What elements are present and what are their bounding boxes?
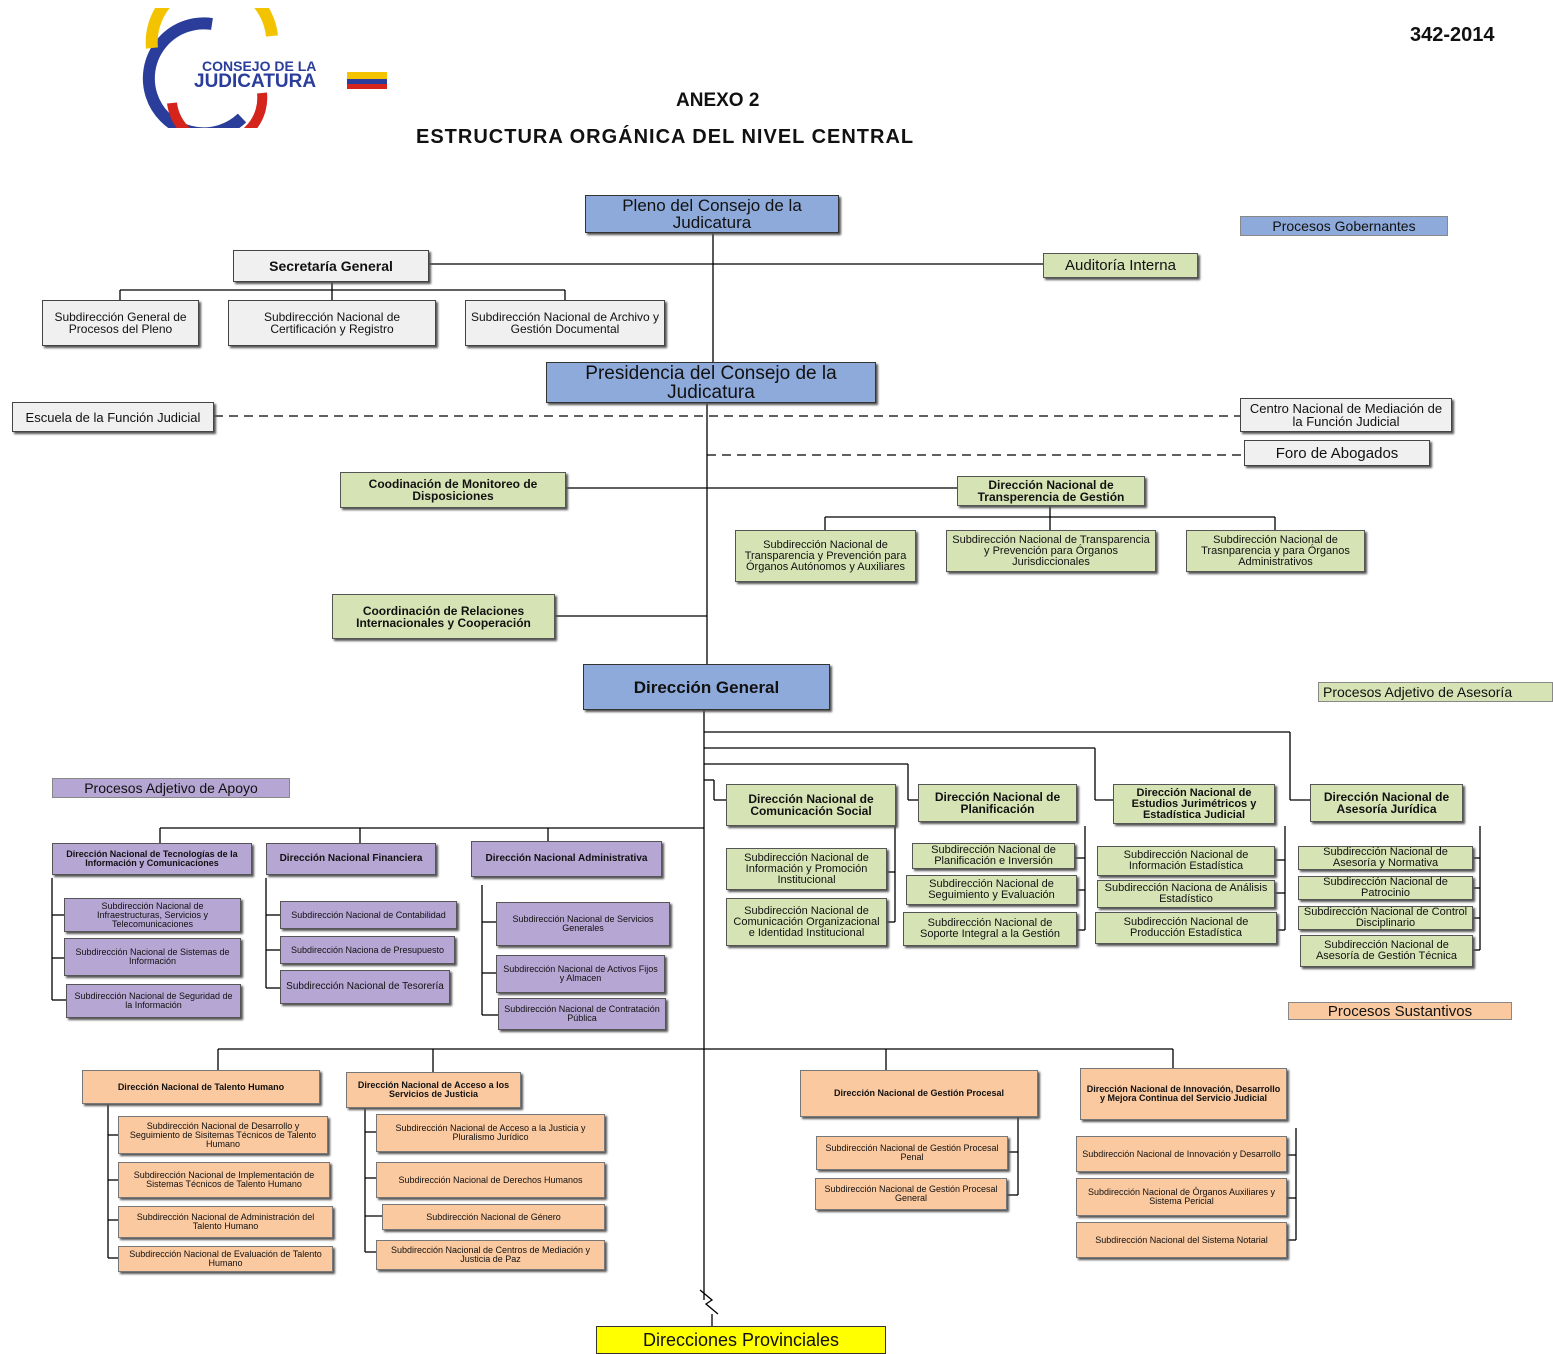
- secretaria-box: Secretaría General: [233, 250, 429, 282]
- planificacion-box: Dirección Nacional de Planificación: [918, 784, 1077, 822]
- adm-sub-1: Subdirección Nacional de Servicios Gener…: [496, 902, 670, 946]
- tics-sub-1: Subdirección Nacional de Infraestructura…: [64, 898, 241, 932]
- annex-title: ANEXO 2: [676, 90, 760, 111]
- doc-number: 342-2014: [1410, 24, 1495, 46]
- innovacion-box: Dirección Nacional de Innovación, Desarr…: [1080, 1068, 1287, 1120]
- com-sub-1: Subdirección Nacional de Información y P…: [726, 848, 887, 890]
- legend-sustantivos: Procesos Sustantivos: [1288, 1002, 1512, 1020]
- direccion-general-box: Dirección General: [583, 664, 830, 710]
- presidencia-box: Presidencia del Consejo de la Judicatura: [546, 362, 876, 403]
- tal-sub-4: Subdirección Nacional de Evaluación de T…: [118, 1246, 333, 1272]
- talento-box: Dirección Nacional de Talento Humano: [82, 1070, 320, 1104]
- foro-box: Foro de Abogados: [1244, 440, 1430, 466]
- est-sub-1: Subdirección Nacional de Información Est…: [1097, 846, 1275, 876]
- transparencia-box: Dirección Nacional de Transperencia de G…: [957, 476, 1145, 506]
- ges-sub-2: Subdirección Nacional de Gestión Procesa…: [815, 1178, 1007, 1210]
- est-sub-3: Subdirección Nacional de Producción Esta…: [1095, 912, 1277, 944]
- plan-sub-1: Subdirección Nacional de Planificación e…: [912, 843, 1075, 869]
- escuela-box: Escuela de la Función Judicial: [12, 402, 214, 432]
- adm-sub-3: Subdirección Nacional de Contratación Pú…: [498, 998, 666, 1030]
- acceso-box: Dirección Nacional de Acceso a los Servi…: [346, 1072, 521, 1108]
- acc-sub-4: Subdirección Nacional de Centros de Medi…: [376, 1240, 605, 1270]
- estudios-box: Dirección Nacional de Estudios Jurimétri…: [1113, 784, 1275, 824]
- sub-pleno-box: Subdirección General de Procesos del Ple…: [42, 300, 199, 346]
- inn-sub-3: Subdirección Nacional del Sistema Notari…: [1076, 1222, 1287, 1258]
- jur-sub-2: Subdirección Nacional de Patrocinio: [1298, 876, 1473, 900]
- financiera-box: Dirección Nacional Financiera: [266, 843, 436, 875]
- legend-apoyo: Procesos Adjetivo de Apoyo: [52, 778, 290, 798]
- legend-gobernantes: Procesos Gobernantes: [1240, 216, 1448, 236]
- tics-sub-2: Subdirección Nacional de Sistemas de Inf…: [64, 938, 241, 976]
- tal-sub-1: Subdirección Nacional de Desarrollo y Se…: [118, 1116, 328, 1154]
- fin-sub-2: Subdirección Naciona de Presupuesto: [280, 936, 455, 964]
- jur-sub-1: Subdirección Nacional de Asesoría y Norm…: [1298, 846, 1473, 870]
- monitoreo-box: Coodinación de Monitoreo de Disposicione…: [340, 472, 566, 508]
- sub-cert-box: Subdirección Nacional de Certificación y…: [228, 300, 436, 346]
- tal-sub-2: Subdirección Nacional de Implementación …: [118, 1162, 330, 1198]
- pleno-box: Pleno del Consejo de la Judicatura: [585, 195, 839, 233]
- logo-text-line2: JUDICATURA: [194, 71, 317, 92]
- inn-sub-1: Subdirección Nacional de Innovación y De…: [1076, 1136, 1287, 1172]
- sub-transparencia-3: Subdirección Nacional de Trasnparencia y…: [1186, 530, 1365, 572]
- acc-sub-2: Subdirección Nacional de Derechos Humano…: [376, 1162, 605, 1198]
- acc-sub-3: Subdirección Nacional de Género: [382, 1204, 605, 1230]
- relaciones-box: Coordinación de Relaciones Internacional…: [332, 594, 555, 639]
- sub-transparencia-1: Subdirección Nacional de Transparencia y…: [735, 530, 916, 582]
- inn-sub-2: Subdirección Nacional de Órganos Auxilia…: [1076, 1178, 1287, 1216]
- fin-sub-3: Subdirección Nacional de Tesorería: [280, 970, 450, 1004]
- administrativa-box: Dirección Nacional Administrativa: [471, 841, 662, 877]
- plan-sub-3: Subdirección Nacional de Soporte Integra…: [903, 912, 1077, 946]
- tics-sub-3: Subdirección Nacional de Seguridad de la…: [66, 984, 241, 1018]
- auditoria-box: Auditoría Interna: [1043, 253, 1198, 278]
- sub-transparencia-2: Subdirección Nacional de Transparencia y…: [946, 530, 1156, 572]
- comunicacion-box: Dirección Nacional de Comunicación Socia…: [726, 784, 896, 826]
- tics-box: Dirección Nacional de Tecnologías de la …: [52, 843, 252, 875]
- provinciales-box: Direcciones Provinciales: [596, 1326, 886, 1354]
- page-title: ESTRUCTURA ORGÁNICA DEL NIVEL CENTRAL: [416, 126, 915, 148]
- tal-sub-3: Subdirección Nacional de Administración …: [118, 1206, 333, 1238]
- acc-sub-1: Subdirección Nacional de Acceso a la Jus…: [376, 1114, 605, 1152]
- logo-text-line1: CONSEJO DE LA: [202, 58, 317, 74]
- jur-sub-4: Subdirección Nacional de Asesoría de Ges…: [1300, 935, 1473, 967]
- gestion-box: Dirección Nacional de Gestión Procesal: [800, 1070, 1038, 1117]
- adm-sub-2: Subdirección Nacional de Activos Fijos y…: [496, 955, 665, 993]
- ges-sub-1: Subdirección Nacional de Gestión Procesa…: [816, 1136, 1008, 1170]
- legend-asesoria: Procesos Adjetivo de Asesoría: [1318, 682, 1553, 702]
- jur-sub-3: Subdirección Nacional de Control Discipl…: [1298, 906, 1473, 930]
- fin-sub-1: Subdirección Nacional de Contabilidad: [280, 901, 457, 929]
- logo: CONSEJO DE LA JUDICATURA: [92, 0, 392, 149]
- plan-sub-2: Subdirección Nacional de Seguimiento y E…: [906, 875, 1077, 905]
- com-sub-2: Subdirección Nacional de Comunicación Or…: [726, 898, 887, 946]
- mediacion-box: Centro Nacional de Mediación de la Funci…: [1240, 398, 1452, 432]
- juridica-box: Dirección Nacional de Asesoría Jurídica: [1310, 784, 1463, 822]
- sub-archivo-box: Subdirección Nacional de Archivo y Gesti…: [465, 300, 665, 346]
- est-sub-2: Subdirección Naciona de Análisis Estadís…: [1097, 880, 1275, 908]
